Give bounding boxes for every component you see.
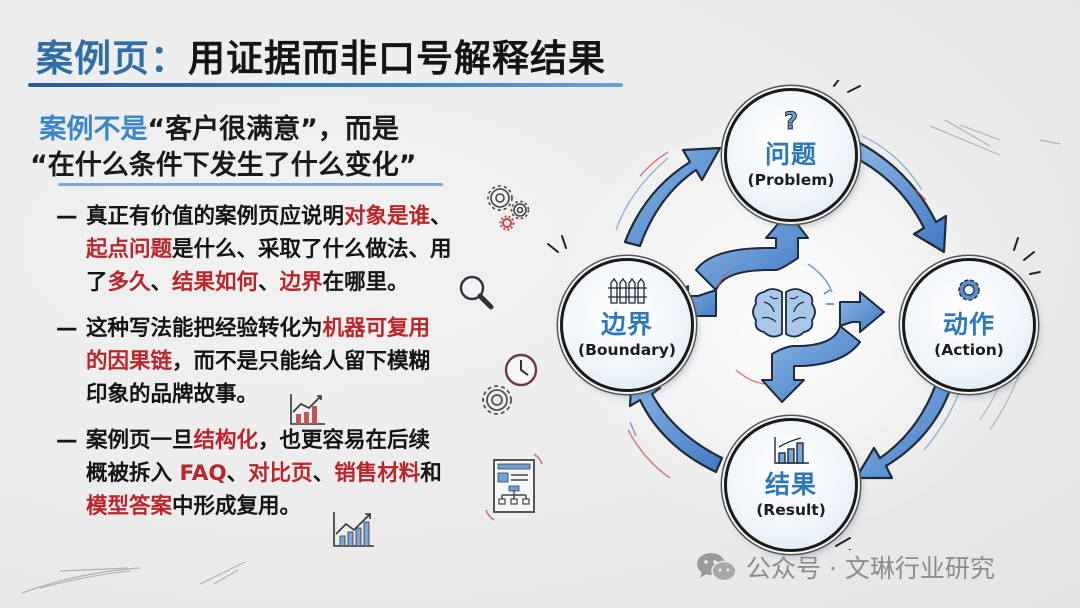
- gear-icon: [905, 275, 1033, 303]
- highlight-text: 销售材料: [334, 461, 421, 486]
- title-accent: 案例页：: [36, 37, 188, 80]
- body-text: 、: [430, 204, 452, 229]
- bullet-line: 案例页一旦结构化，也更容易在后续: [86, 424, 452, 457]
- body-text: ，而不是只能给人留下模糊: [172, 349, 431, 374]
- body-text: 概被拆入: [86, 461, 180, 486]
- body-text: 真正有价值的案例页应说明: [86, 204, 345, 229]
- fence-icon: [563, 275, 691, 304]
- bullet-line: 的因果链，而不是只能给人留下模糊: [86, 345, 452, 378]
- page-title: 案例页：用证据而非口号解释结果: [36, 28, 606, 82]
- body-text: 在哪里。: [322, 270, 409, 295]
- lead-line-1: 案例不是“客户很满意”，而是: [30, 112, 417, 148]
- center-arrow-right-head: [839, 291, 885, 333]
- bullet-item-2: — 这种写法能把经验转化为机器可复用的因果链，而不是只能给人留下模糊印象的品牌故…: [56, 312, 452, 411]
- center-arrow-up: [695, 211, 809, 291]
- node-label-en: (Action): [934, 341, 1004, 359]
- bullet-line: 概被拆入 FAQ、对比页、销售材料和: [86, 457, 452, 490]
- body-text: 了: [86, 270, 108, 295]
- node-action: 动作 (Action): [902, 258, 1036, 392]
- bullet-line: 这种写法能把经验转化为机器可复用: [86, 312, 452, 345]
- highlight-text: 边界: [279, 270, 323, 295]
- body-text: ，也更容易在后续: [258, 428, 431, 453]
- node-boundary: 边界 (Boundary): [560, 258, 694, 392]
- highlight-text: 对比页: [248, 461, 313, 486]
- highlight-text: 对象是谁: [344, 204, 431, 229]
- highlight-text: 多久: [107, 270, 151, 295]
- node-label-en: (Problem): [747, 171, 835, 189]
- magnifier-icon: [459, 275, 494, 310]
- arrow-problem-to-action: [850, 140, 948, 254]
- bullet-line: 印象的品牌故事。: [86, 378, 452, 411]
- node-label-en: (Boundary): [577, 341, 676, 359]
- body-text: 和: [420, 461, 442, 486]
- highlight-text: 的因果链: [86, 349, 173, 374]
- node-result: 结果 (Result): [724, 418, 858, 552]
- node-label-cn: 动作: [942, 310, 995, 339]
- body-text: 中形成复用。: [172, 494, 302, 519]
- node-label-cn: 结果: [764, 470, 817, 499]
- highlight-text: 模型答案: [86, 494, 173, 519]
- title-underline: [28, 83, 623, 87]
- highlight-text: 起点问题: [86, 237, 173, 262]
- watermark: 公众号 · 文琳行业研究: [696, 549, 995, 589]
- bullet-dash: —: [56, 316, 78, 341]
- lead-underline: [58, 183, 443, 186]
- body-text: 这种写法能把经验转化为: [86, 316, 323, 341]
- gear-outline-icon: [482, 385, 512, 415]
- lead-accent: 案例不是: [39, 114, 148, 145]
- arrow-boundary-to-problem: [623, 146, 722, 248]
- flowchart-document-icon: [485, 453, 543, 521]
- bullet-line: 真正有价值的案例页应说明对象是谁、: [86, 200, 452, 233]
- bullet-item-1: — 真正有价值的案例页应说明对象是谁、起点问题是什么、采取了什么做法、用了多久、…: [56, 200, 452, 299]
- bullet-item-3: — 案例页一旦结构化，也更容易在后续概被拆入 FAQ、对比页、销售材料和模型答案…: [56, 424, 452, 523]
- node-problem: ? 问题 (Problem): [724, 88, 858, 222]
- body-text: 是什么、采取了什么做法、用: [172, 237, 452, 262]
- body-text: 印象的品牌故事。: [86, 382, 259, 407]
- cycle-arrows: [547, 80, 1041, 550]
- bullet-line: 起点问题是什么、采取了什么做法、用: [86, 233, 452, 266]
- bullet-line: 了多久、结果如何、边界在哪里。: [86, 266, 452, 299]
- node-label-en: (Result): [756, 501, 826, 519]
- node-label-cn: 问题: [764, 140, 817, 169]
- cycle-diagram: ? 问题 (Problem) 动作 (Action) 结果 (Result) 边…: [540, 80, 1080, 552]
- clock-icon: [504, 353, 538, 387]
- bullet-line: 模型答案中形成复用。: [86, 490, 452, 523]
- growth-chart-icon: [333, 512, 374, 547]
- lead-line-1-rest: “客户很满意”，而是: [147, 114, 399, 145]
- bullet-dash: —: [56, 204, 78, 229]
- brain-icon: [752, 288, 816, 338]
- wechat-icon: [696, 551, 738, 589]
- center-arrow-right: [761, 325, 861, 403]
- body-text: 案例页一旦: [86, 428, 194, 453]
- title-rest: 用证据而非口号解释结果: [188, 37, 606, 80]
- watermark-text: 公众号 · 文琳行业研究: [746, 554, 995, 583]
- body-text: 、: [258, 270, 280, 295]
- bullet-list: — 真正有价值的案例页应说明对象是谁、起点问题是什么、采取了什么做法、用了多久、…: [56, 200, 452, 523]
- svg-text:?: ?: [784, 107, 798, 135]
- rising-chart-icon: [290, 394, 325, 425]
- question-mark-icon: ?: [727, 105, 855, 136]
- highlight-text: 结构化: [193, 428, 259, 453]
- bar-chart-icon: [727, 435, 855, 464]
- highlight-text: 结果如何: [172, 270, 259, 295]
- node-label-cn: 边界: [600, 310, 653, 339]
- lead-line-2: “在什么条件下发生了什么变化”: [30, 150, 417, 181]
- body-text: 、: [226, 461, 249, 486]
- highlight-text: 机器可复用: [322, 316, 431, 341]
- gears-icon: [487, 185, 530, 231]
- lead-statement: 案例不是“客户很满意”，而是 “在什么条件下发生了什么变化”: [30, 112, 417, 184]
- bullet-dash: —: [56, 428, 78, 453]
- body-text: 、: [150, 270, 173, 295]
- body-text: 、: [312, 461, 335, 486]
- highlight-text: FAQ: [179, 461, 227, 486]
